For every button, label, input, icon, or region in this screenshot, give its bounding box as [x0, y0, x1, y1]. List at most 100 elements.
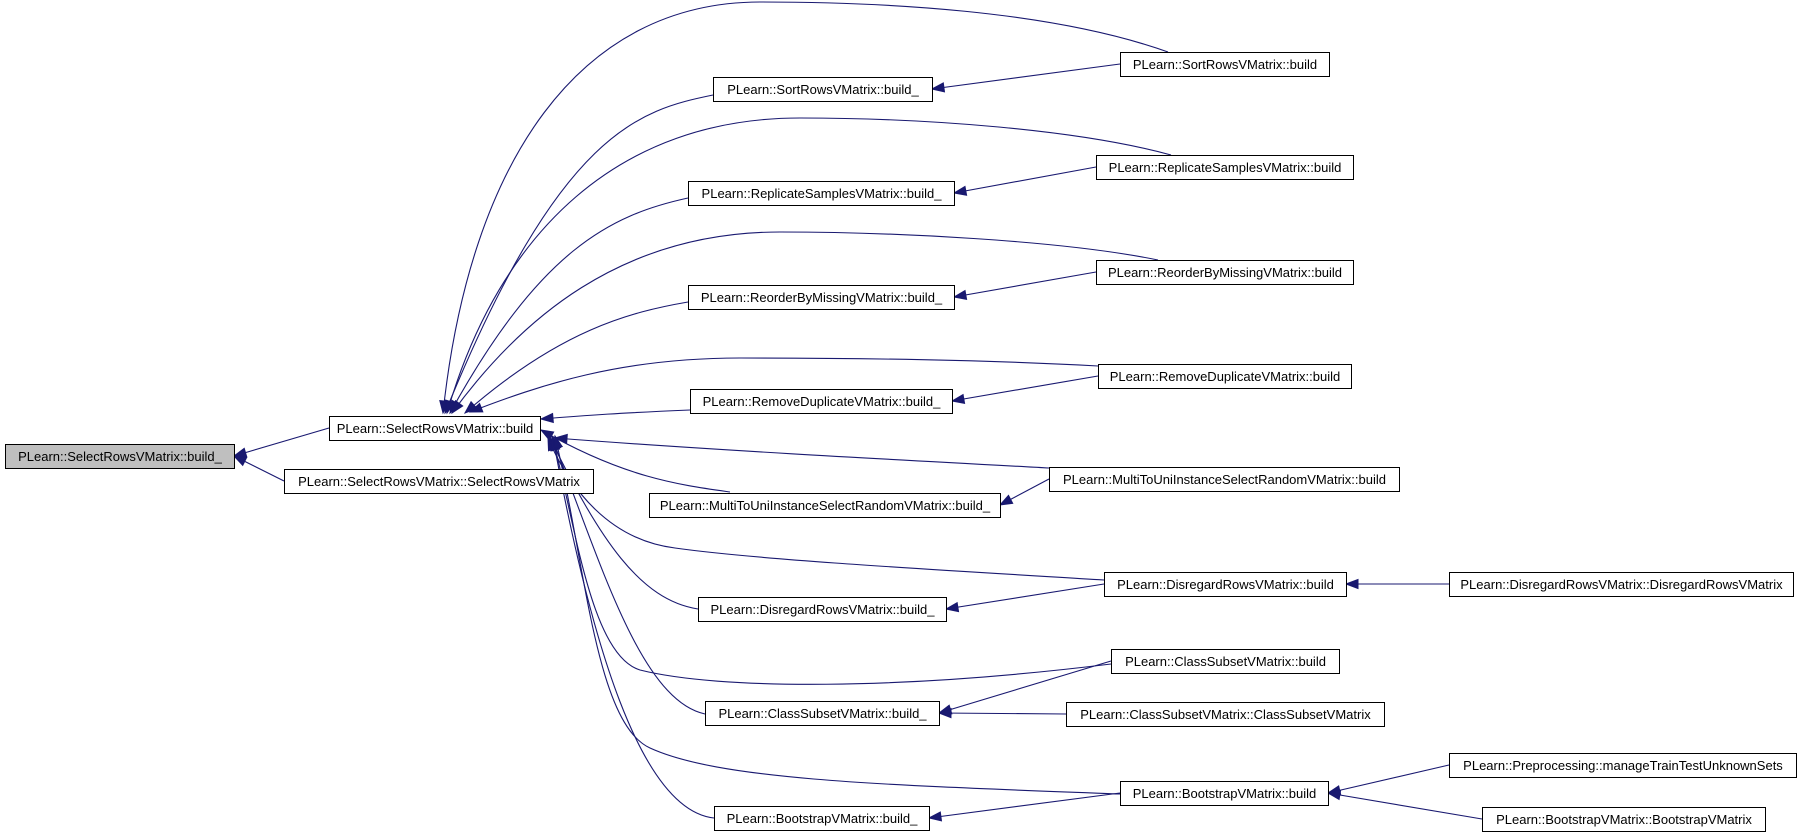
arrowhead-n18-to-n9 [937, 707, 952, 719]
node-label: PLearn::DisregardRowsVMatrix::build_ [711, 602, 936, 617]
node-n22[interactable]: PLearn::BootstrapVMatrix::BootstrapVMatr… [1482, 807, 1766, 832]
node-box[interactable] [713, 77, 933, 102]
edge-n16-to-n8 [945, 583, 1105, 610]
edge-n12-to-n4 [953, 166, 1097, 194]
node-n14[interactable]: PLearn::RemoveDuplicateVMatrix::build [1098, 364, 1352, 389]
node-box[interactable] [284, 469, 594, 494]
node-box[interactable] [649, 493, 1001, 518]
node-n2[interactable]: PLearn::SelectRowsVMatrix::SelectRowsVMa… [284, 469, 594, 494]
edge-n13-to-n5 [953, 271, 1097, 298]
node-n8[interactable]: PLearn::DisregardRowsVMatrix::build_ [698, 597, 947, 622]
node-n19[interactable]: PLearn::BootstrapVMatrix::build [1120, 781, 1329, 806]
node-n17[interactable]: PLearn::ClassSubsetVMatrix::build [1111, 649, 1340, 674]
arrowhead-n14-to-n6 [950, 393, 966, 405]
node-label: PLearn::ReplicateSamplesVMatrix::build [1109, 160, 1342, 175]
arrowhead-n1-to-n0 [232, 447, 248, 458]
node-label: PLearn::ReplicateSamplesVMatrix::build_ [702, 186, 943, 201]
arrowhead-n11-to-n3 [930, 82, 946, 93]
node-box[interactable] [705, 701, 940, 726]
node-label: PLearn::ReorderByMissingVMatrix::build_ [701, 290, 943, 305]
arrowhead-n12-to-n1 [445, 399, 456, 415]
arrowhead-n20-to-n16 [1344, 578, 1359, 590]
node-label: PLearn::BootstrapVMatrix::BootstrapVMatr… [1496, 812, 1752, 827]
node-box[interactable] [1098, 364, 1352, 389]
node-box[interactable] [1482, 807, 1766, 832]
arrowhead-n19-to-n10 [927, 811, 943, 822]
edge-n22-to-n19 [1327, 792, 1483, 820]
node-box[interactable] [1449, 753, 1797, 778]
node-box[interactable] [1111, 649, 1340, 674]
node-n5[interactable]: PLearn::ReorderByMissingVMatrix::build_ [688, 285, 955, 310]
node-n7[interactable]: PLearn::MultiToUniInstanceSelectRandomVM… [649, 493, 1001, 518]
node-box[interactable] [690, 389, 953, 414]
node-box[interactable] [1449, 572, 1794, 597]
node-box[interactable] [1049, 467, 1400, 492]
edge-n14-to-n1 [469, 357, 1099, 413]
node-label: PLearn::ClassSubsetVMatrix::ClassSubsetV… [1080, 707, 1371, 722]
node-label: PLearn::SelectRowsVMatrix::SelectRowsVMa… [298, 474, 580, 489]
node-n13[interactable]: PLearn::ReorderByMissingVMatrix::build [1096, 260, 1354, 285]
node-label: PLearn::ReorderByMissingVMatrix::build [1108, 265, 1342, 280]
node-n15[interactable]: PLearn::MultiToUniInstanceSelectRandomVM… [1049, 467, 1400, 492]
edge-n19-to-n10 [928, 792, 1121, 819]
node-label: PLearn::MultiToUniInstanceSelectRandomVM… [1063, 472, 1386, 487]
node-label: PLearn::SortRowsVMatrix::build_ [727, 82, 919, 97]
node-label: PLearn::BootstrapVMatrix::build_ [727, 811, 919, 826]
node-n0[interactable]: PLearn::SelectRowsVMatrix::build_ [5, 444, 235, 469]
node-label: PLearn::Preprocessing::manageTrainTestUn… [1463, 758, 1783, 773]
arrowhead-n15-to-n1 [553, 433, 568, 445]
arrowhead-n13-to-n5 [952, 289, 968, 300]
edge-n13-to-n1 [451, 231, 1159, 414]
node-n10[interactable]: PLearn::BootstrapVMatrix::build_ [714, 806, 930, 831]
node-box[interactable] [5, 444, 235, 469]
edge-n7-to-n1 [540, 429, 731, 493]
node-n18[interactable]: PLearn::ClassSubsetVMatrix::ClassSubsetV… [1066, 702, 1385, 727]
node-n21[interactable]: PLearn::Preprocessing::manageTrainTestUn… [1449, 753, 1797, 778]
node-n3[interactable]: PLearn::SortRowsVMatrix::build_ [713, 77, 933, 102]
node-box[interactable] [1066, 702, 1385, 727]
edge-n5-to-n1 [464, 301, 689, 414]
arrowhead-n19-to-n1 [552, 434, 564, 450]
node-box[interactable] [1096, 260, 1354, 285]
node-n9[interactable]: PLearn::ClassSubsetVMatrix::build_ [705, 701, 940, 726]
arrowhead-n13-to-n1 [451, 399, 464, 415]
arrowhead-n2-to-n0 [232, 455, 248, 467]
node-label: PLearn::DisregardRowsVMatrix::build [1117, 577, 1334, 592]
node-box[interactable] [698, 597, 947, 622]
arrowhead-n7-to-n1 [539, 429, 555, 441]
node-box[interactable] [1120, 781, 1329, 806]
edge-n15-to-n1 [554, 437, 1050, 469]
node-n20[interactable]: PLearn::DisregardRowsVMatrix::DisregardR… [1449, 572, 1794, 597]
node-n16[interactable]: PLearn::DisregardRowsVMatrix::build [1104, 572, 1347, 597]
node-n4[interactable]: PLearn::ReplicateSamplesVMatrix::build_ [688, 181, 955, 206]
node-n6[interactable]: PLearn::RemoveDuplicateVMatrix::build_ [690, 389, 953, 414]
edge-n1-to-n0 [233, 427, 330, 457]
node-n1[interactable]: PLearn::SelectRowsVMatrix::build [329, 416, 541, 441]
node-label: PLearn::RemoveDuplicateVMatrix::build_ [703, 394, 941, 409]
arrowhead-n6-to-n1 [539, 412, 554, 424]
node-n12[interactable]: PLearn::ReplicateSamplesVMatrix::build [1096, 155, 1354, 180]
edge-n17-to-n1 [551, 435, 1112, 685]
node-label: PLearn::ClassSubsetVMatrix::build [1125, 654, 1326, 669]
node-label: PLearn::DisregardRowsVMatrix::DisregardR… [1460, 577, 1783, 592]
node-box[interactable] [1104, 572, 1347, 597]
node-box[interactable] [688, 181, 955, 206]
nodes-layer: PLearn::SelectRowsVMatrix::build_PLearn:… [5, 52, 1797, 832]
arrowhead-n15-to-n7 [998, 494, 1014, 506]
node-label: PLearn::SelectRowsVMatrix::build [337, 421, 534, 436]
node-box[interactable] [688, 285, 955, 310]
node-box[interactable] [1096, 155, 1354, 180]
edge-n14-to-n6 [951, 375, 1099, 402]
node-n11[interactable]: PLearn::SortRowsVMatrix::build [1120, 52, 1330, 77]
node-label: PLearn::BootstrapVMatrix::build [1133, 786, 1317, 801]
node-box[interactable] [329, 416, 541, 441]
edge-n12-to-n1 [446, 117, 1172, 414]
arrowhead-n22-to-n19 [1326, 789, 1342, 801]
node-label: PLearn::SelectRowsVMatrix::build_ [18, 449, 223, 464]
arrowhead-n12-to-n4 [952, 185, 968, 196]
node-box[interactable] [1120, 52, 1330, 77]
node-box[interactable] [714, 806, 930, 831]
edges-layer [232, 1, 1483, 822]
edge-n10-to-n1 [552, 437, 715, 819]
edge-n21-to-n19 [1327, 764, 1450, 794]
